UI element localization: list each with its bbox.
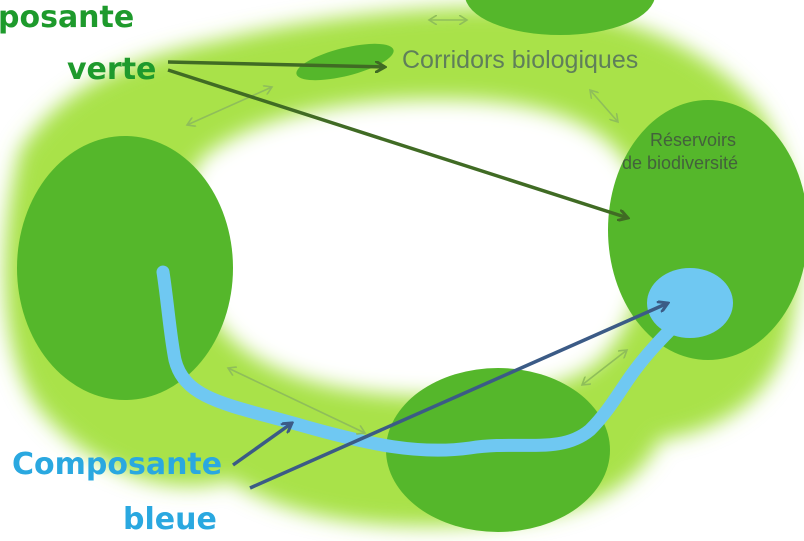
reservoir-top (465, 0, 655, 35)
reservoir-left (17, 136, 233, 400)
green-component-label-line1: posante (0, 0, 135, 35)
lake (647, 268, 733, 338)
stepping-stone (296, 43, 394, 81)
blue-component-label-line1: Composante (12, 447, 223, 482)
blue-pointer-arrows (231, 303, 668, 490)
river (156, 265, 687, 457)
corridors-label: Corridors biologiques (402, 46, 639, 74)
green-pointer-arrows (167, 60, 628, 218)
green-component-label-line2: verte (67, 52, 157, 87)
blue-component-label-line2: bleue (123, 502, 217, 537)
reservoirs-label-line2: de biodiversité (622, 153, 739, 173)
reservoirs-label-line1: Réservoirs (650, 130, 737, 150)
corridor-arrows (187, 20, 627, 433)
